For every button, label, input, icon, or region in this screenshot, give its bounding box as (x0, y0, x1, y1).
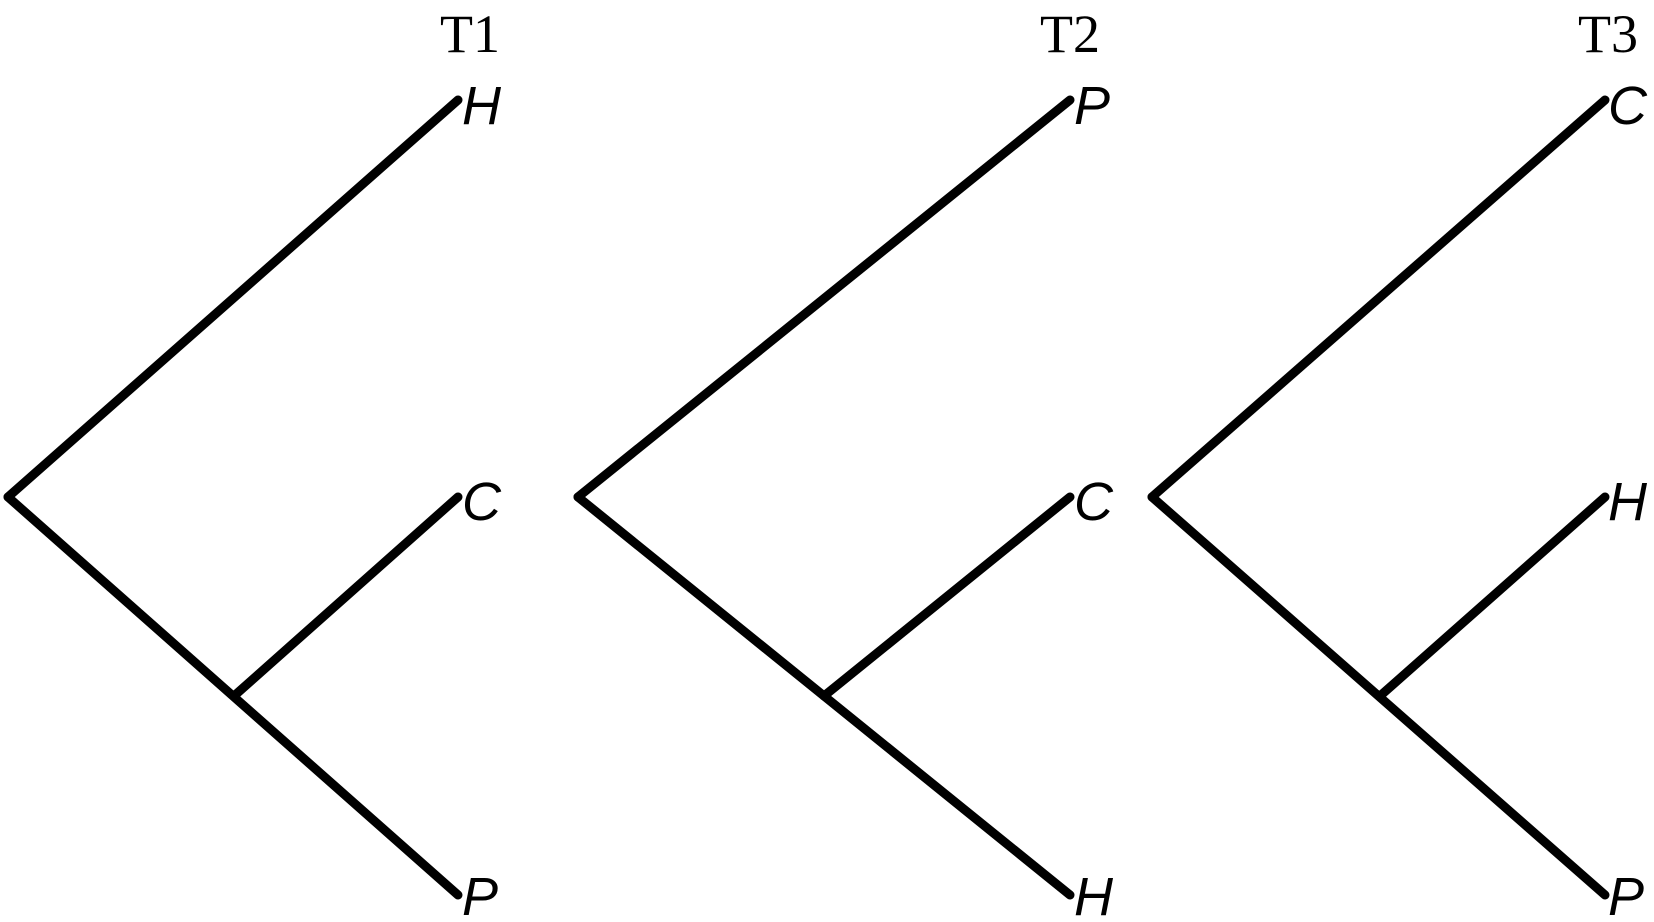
branch-root-to-top-leaf (573, 95, 1075, 502)
branch-node-to-middle-leaf (1375, 492, 1610, 701)
leaf-label-middle: C (1074, 472, 1114, 532)
branch-root-to-top-leaf (3, 95, 463, 502)
tree-title: T1 (440, 4, 500, 64)
branch-node-to-middle-leaf (229, 492, 463, 701)
tree-title: T2 (1040, 4, 1100, 64)
tree-t3: T3 C H P (1147, 4, 1648, 922)
branch-node-to-middle-leaf (819, 492, 1075, 701)
leaf-label-bottom: H (1074, 867, 1114, 922)
leaf-label-top: H (462, 76, 502, 136)
leaf-label-middle: H (1608, 472, 1648, 532)
leaf-label-middle: C (462, 472, 502, 532)
tree-title: T3 (1578, 4, 1638, 64)
branch-root-to-top-leaf (1147, 95, 1610, 502)
leaf-label-bottom: P (462, 867, 498, 922)
tree-t2: T2 P C H (573, 4, 1114, 922)
leaf-label-bottom: P (1608, 867, 1644, 922)
leaf-label-top: C (1608, 76, 1648, 136)
tree-t1: T1 H C P (3, 4, 502, 922)
leaf-label-top: P (1074, 76, 1110, 136)
